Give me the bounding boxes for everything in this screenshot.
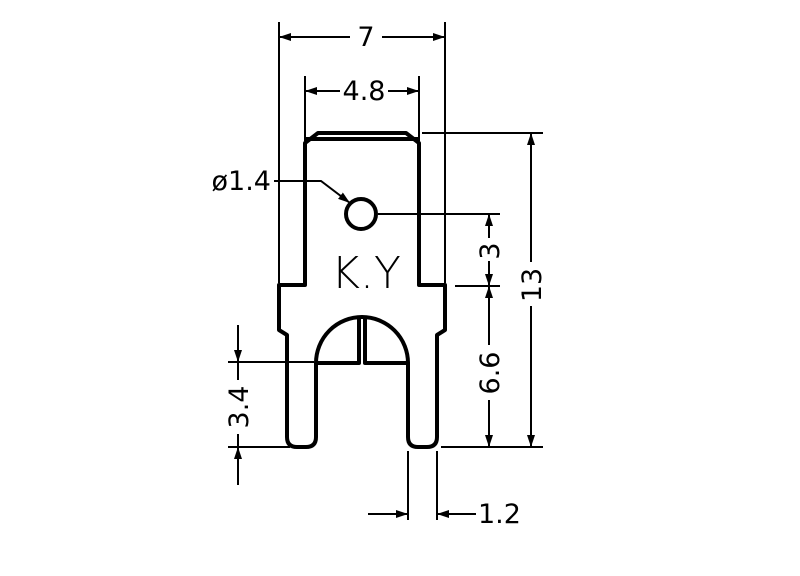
dim-hole-diameter: ø1.4 [212,166,271,197]
terminal-part [277,131,447,449]
mounting-hole [344,197,378,231]
dim-blade-width: 4.8 [343,76,386,107]
dimension-lines [234,33,535,518]
dim-overall-height: 13 [517,268,548,302]
extension-lines [228,22,543,520]
dimension-labels: 7 4.8 ø1.4 3 13 6.6 3.4 1.2 [212,22,548,530]
dim-leg-width: 1.2 [478,499,521,530]
dim-hole-offset: 3 [475,242,506,259]
dim-slot-depth: 3.4 [224,386,255,429]
dim-overall-width: 7 [357,22,374,53]
part-marking: K.Y [331,248,401,299]
terminal-outline [277,131,447,449]
dim-leg-height: 6.6 [475,352,506,395]
